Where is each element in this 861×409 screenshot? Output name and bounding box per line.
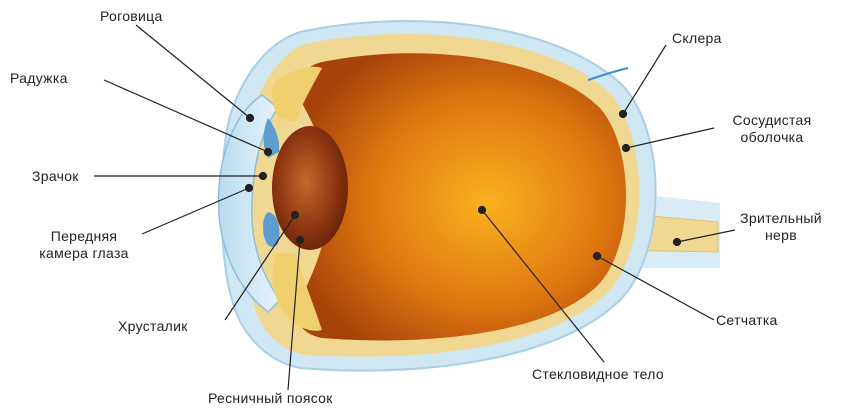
label-retina: Сетчатка [716, 312, 778, 329]
label-choroid: Сосудистая оболочка [712, 112, 832, 146]
label-iris: Радужка [10, 70, 68, 87]
label-ciliary-zonule: Ресничный поясок [208, 390, 333, 407]
label-optic-nerve: Зрительный нерв [730, 210, 832, 244]
label-anterior-chamber: Передняя камера глаза [34, 228, 134, 262]
label-sclera: Склера [672, 30, 722, 47]
label-lens: Хрусталик [118, 318, 188, 335]
label-pupil: Зрачок [32, 168, 79, 185]
label-vitreous-body: Стекловидное тело [532, 366, 664, 383]
label-cornea: Роговица [100, 8, 163, 25]
